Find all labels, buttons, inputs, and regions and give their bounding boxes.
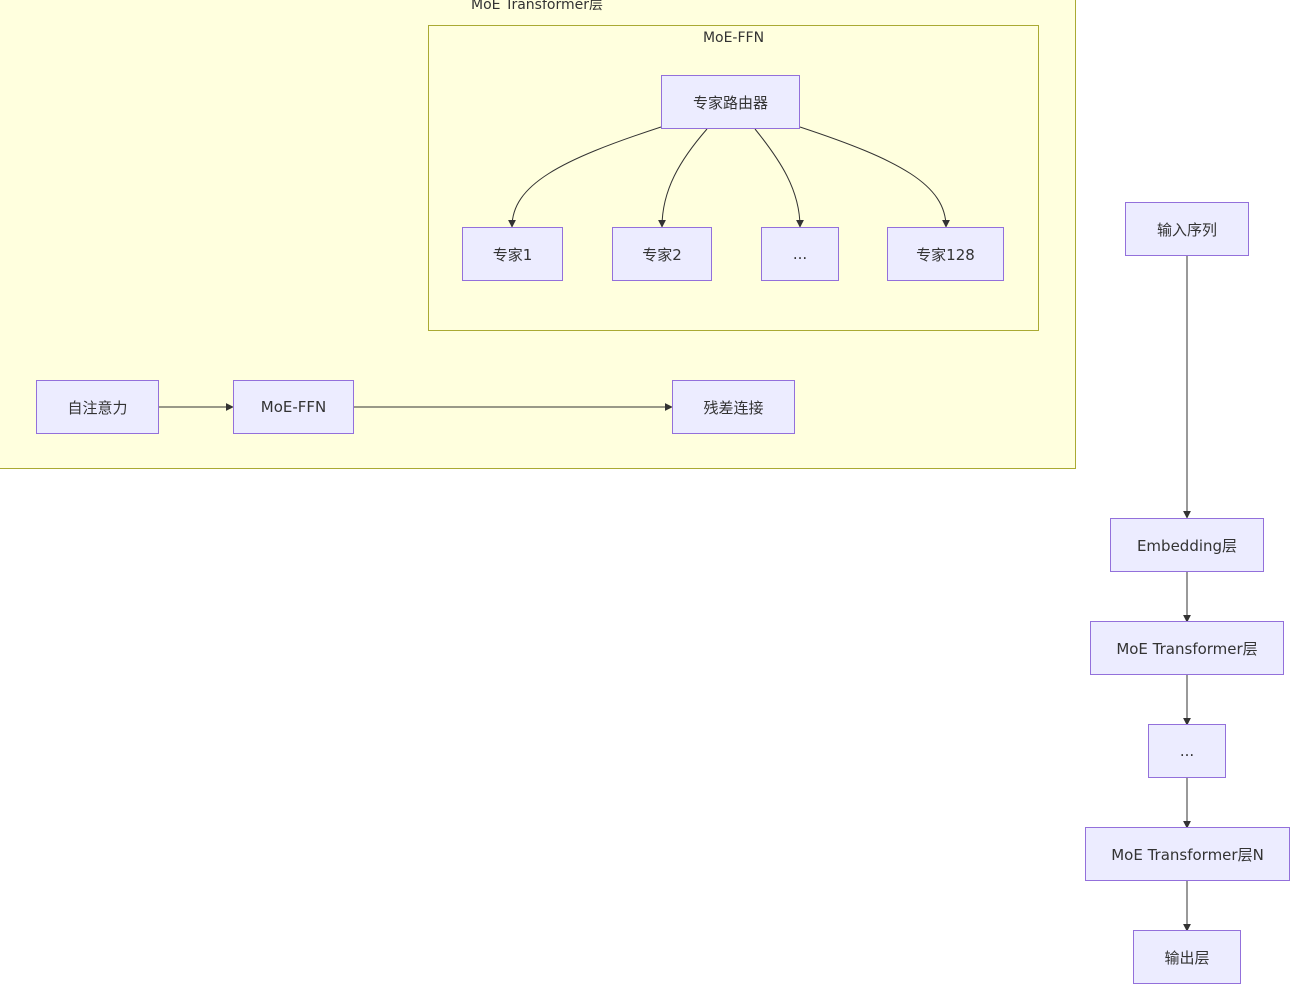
residual-connection-node: 残差连接 [672, 380, 795, 434]
embedding-layer-node: Embedding层 [1110, 518, 1264, 572]
moe-ffn-cluster: MoE-FFN [428, 25, 1039, 331]
moe-transformer-layer-n-node: MoE Transformer层N [1085, 827, 1290, 881]
expert-128-node: 专家128 [887, 227, 1004, 281]
layer-ellipsis-node: ... [1148, 724, 1226, 778]
self-attention-node: 自注意力 [36, 380, 159, 434]
cluster-title-moe-ffn: MoE-FFN [702, 30, 765, 46]
expert-router-node: 专家路由器 [661, 75, 800, 129]
cluster-title-moe-transformer: MoE Transformer层 [471, 0, 603, 13]
expert-ellipsis-node: ... [761, 227, 839, 281]
output-layer-node: 输出层 [1133, 930, 1241, 984]
expert-1-node: 专家1 [462, 227, 563, 281]
moe-transformer-layer-node: MoE Transformer层 [1090, 621, 1284, 675]
expert-2-node: 专家2 [612, 227, 712, 281]
moe-ffn-node: MoE-FFN [233, 380, 354, 434]
input-sequence-node: 输入序列 [1125, 202, 1249, 256]
